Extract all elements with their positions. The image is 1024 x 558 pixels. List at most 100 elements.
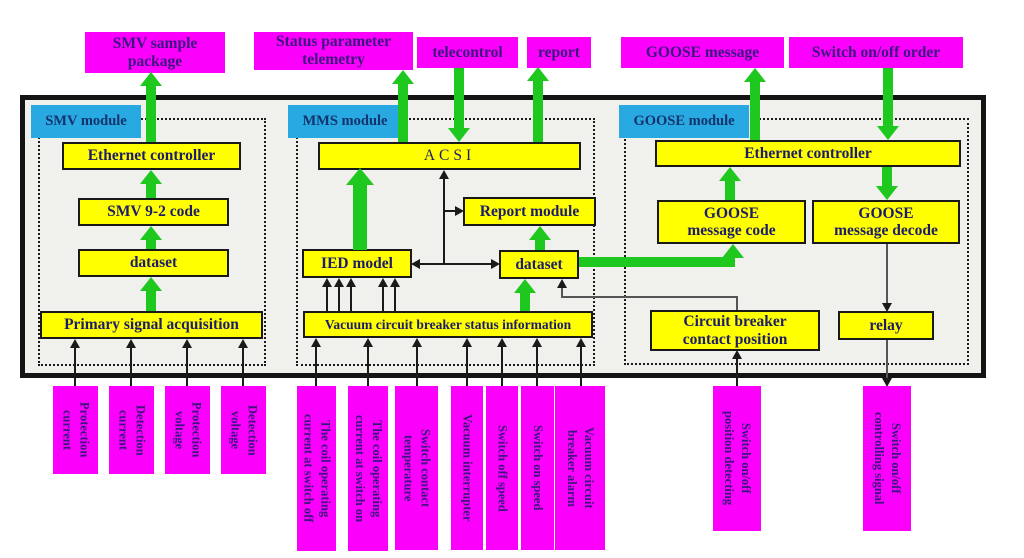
goose-module-label: GOOSE module [619, 105, 749, 138]
arrow-input-to-vcb [497, 338, 507, 347]
mms-module-label: MMS module [288, 105, 402, 138]
detection-current-box: Detection current [109, 386, 154, 474]
mms-dataset-box: dataset [499, 250, 579, 279]
switch-contact-temperature-box: Switch contact temperature [395, 386, 438, 550]
arrow-input-to-vcb [462, 338, 472, 347]
arrow-protection-current [70, 339, 80, 348]
arrow-input-to-vcb [416, 347, 418, 386]
ied-model-box: IED model [302, 249, 412, 278]
arrow-acsi-to-telemetry [398, 84, 408, 142]
smv-9-2-code-box: SMV 9-2 code [78, 198, 229, 226]
arrow-dataset-to-code [146, 240, 156, 249]
detection-voltage-box: Detection voltage [221, 386, 266, 474]
arrow-dataset-to-report-module [535, 240, 545, 250]
arrow-protection-voltage [182, 339, 192, 348]
arrow-protection-voltage [186, 348, 188, 386]
arrow-acquisition-to-dataset [140, 277, 162, 291]
arrow-position-detecting-to-contact-position [732, 350, 742, 359]
arrow-vcb-to-ied [338, 287, 340, 311]
arrow-detection-current [130, 348, 132, 386]
arrow-junction-to-acsi [439, 170, 449, 179]
arrow-vcb-to-ied [390, 278, 400, 287]
arrow-ethernet-to-goose-message [744, 68, 766, 82]
arrow-input-to-vcb [501, 347, 503, 386]
status-parameter-telemetry-box: Status parameter telemetry [254, 32, 413, 70]
switch-off-speed-box: Switch off speed [486, 386, 518, 550]
arrow-ied-model-to-acsi [346, 168, 374, 185]
line-junction-branch [445, 210, 455, 212]
arrow-code-to-ethernet [146, 184, 156, 198]
arrow-input-to-vcb [363, 338, 373, 347]
arrow-ied-model-to-acsi [353, 185, 367, 250]
goose-message-decode-box: GOOSE message decode [812, 200, 960, 244]
acsi-box: ACSI [318, 142, 581, 170]
smv-dataset-box: dataset [78, 249, 229, 277]
arrow-dataset-to-message-code [579, 257, 735, 267]
arrow-message-code-to-ethernet [719, 167, 741, 181]
arrow-input-to-vcb [576, 338, 586, 347]
arrow-input-to-vcb [367, 347, 369, 386]
line-contact-position-to-dataset [561, 288, 563, 296]
arrow-contact-position-to-dataset [557, 279, 567, 288]
mms-module-frame [296, 118, 595, 366]
arrow-input-to-vcb [466, 347, 468, 386]
arrow-code-to-ethernet [140, 170, 162, 184]
protection-voltage-box: Protection voltage [165, 386, 210, 474]
line-contact-position-to-dataset [736, 297, 738, 310]
arrow-junction-to-dataset [491, 259, 500, 269]
arrow-vcb-to-ied [326, 287, 328, 311]
arrow-vcb-to-ied [394, 287, 396, 311]
arrow-telecontrol-to-acsi [454, 68, 464, 128]
arrow-dataset-to-code [140, 226, 162, 240]
goose-module-frame [624, 118, 969, 365]
arrow-protection-current [74, 348, 76, 386]
goose-message-box: GOOSE message [621, 37, 784, 68]
arrow-input-to-vcb [412, 338, 422, 347]
arrow-switch-order-to-ethernet [883, 68, 893, 126]
arrow-junction-to-report-module [455, 206, 464, 216]
coil-current-switch-off-box: The coil operating current at switch off [297, 386, 336, 551]
line-position-detecting [736, 359, 738, 386]
line-relay-to-signal [886, 340, 888, 379]
arrow-input-to-vcb [315, 347, 317, 386]
arrow-input-to-vcb [536, 347, 538, 386]
arrow-acquisition-to-dataset [146, 291, 156, 311]
vcb-alarm-box: Vacuum circuit breaker alarm [555, 386, 605, 550]
arrow-input-to-vcb [532, 338, 542, 347]
arrow-relay-to-signal [882, 378, 892, 387]
arrow-decode-to-relay [882, 303, 892, 312]
arrow-message-code-to-ethernet [725, 181, 735, 200]
circuit-breaker-contact-position-box: Circuit breaker contact position [650, 310, 820, 351]
switch-controlling-signal-box: Switch on/off controlling signal [863, 386, 911, 531]
arrow-ethernet-to-smv-sample [140, 72, 162, 86]
arrow-detection-current [126, 339, 136, 348]
arrow-detection-voltage [238, 339, 248, 348]
arrow-dataset-to-report-module [529, 226, 551, 240]
line-junction-vertical [443, 178, 445, 264]
switch-on-speed-box: Switch on speed [521, 386, 554, 550]
arrow-vcb-status-to-dataset [514, 279, 536, 293]
smv-module-label: SMV module [31, 105, 141, 138]
arrow-switch-order-to-ethernet [877, 126, 899, 140]
switch-on-off-order-box: Switch on/off order [789, 37, 963, 68]
arrow-telecontrol-to-acsi [448, 128, 470, 142]
goose-message-code-box: GOOSE message code [657, 200, 806, 244]
arrow-vcb-status-to-dataset [520, 293, 530, 311]
arrow-input-to-vcb [580, 347, 582, 386]
line-ied-dataset [420, 263, 491, 265]
goose-ethernet-controller-box: Ethernet controller [655, 140, 961, 167]
report-module-box: Report module [463, 197, 596, 226]
arrow-vcb-to-ied [346, 278, 356, 287]
arrow-ethernet-to-goose-message [750, 82, 760, 140]
line-contact-position-to-dataset [561, 296, 738, 298]
protection-current-box: Protection current [53, 386, 98, 474]
arrow-vcb-to-ied [378, 278, 388, 287]
arrow-acsi-to-report [527, 67, 549, 81]
arrow-vcb-to-ied [322, 278, 332, 287]
arrow-dataset-to-message-code [722, 244, 744, 258]
relay-box: relay [838, 311, 934, 340]
vcb-status-information-box: Vacuum circuit breaker status informatio… [303, 311, 593, 338]
coil-current-switch-on-box: The coil operating current at switch on [348, 386, 388, 551]
arrow-junction-to-ied-model [411, 259, 420, 269]
smv-ethernet-controller-box: Ethernet controller [62, 142, 241, 170]
